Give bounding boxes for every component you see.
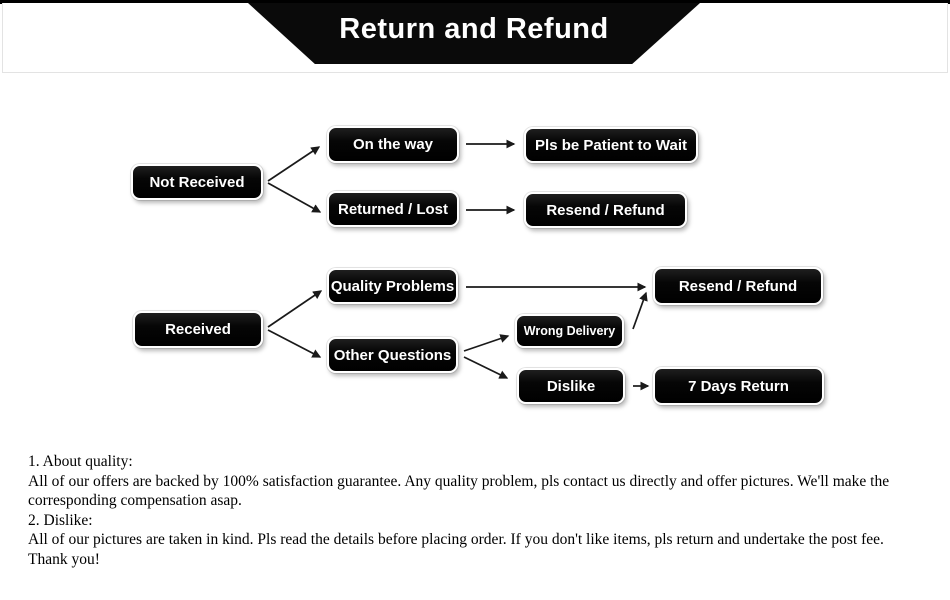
flow-node-returned-lost: Returned / Lost [327,191,459,227]
flow-node-quality-problems: Quality Problems [327,268,458,304]
flow-node-received: Received [133,311,263,348]
note-1-title: 1. About quality: [28,453,133,470]
note-2-title: 2. Dislike: [28,511,93,529]
notes-section: 1. About quality: All of our offers are … [28,452,948,569]
arrow-received-to-quality-problems [267,290,323,328]
arrow-other-questions-to-dislike [463,356,509,379]
note-2-line-1: All of our pictures are taken in kind. P… [28,531,884,548]
arrow-wrong-delivery-to-resend-refund [632,291,648,330]
arrow-not-received-to-on-the-way [267,146,321,182]
flow-node-dislike: Dislike [517,368,625,404]
flow-node-not-received: Not Received [131,164,263,200]
flow-node-resend-refund-1: Resend / Refund [524,192,687,228]
arrow-received-to-other-questions [267,329,322,358]
flow-node-wrong-delivery: Wrong Delivery [515,314,624,348]
top-border-strip [0,0,950,4]
note-1-line-2: corresponding compensation asap. [28,492,242,509]
flow-node-seven-days-return: 7 Days Return [653,367,824,405]
flow-node-pls-be-patient-to-wait: Pls be Patient to Wait [524,127,698,163]
flow-node-on-the-way: On the way [327,126,459,163]
note-1-line-1: All of our offers are backed by 100% sat… [28,472,890,490]
title-banner-ribbon: Return and Refund [248,3,700,64]
flow-node-other-questions: Other Questions [327,337,458,373]
note-2-line-2: Thank you! [28,550,100,568]
flow-node-resend-refund-2: Resend / Refund [653,267,823,305]
arrow-not-received-to-returned-lost [267,182,322,213]
arrow-other-questions-to-wrong-delivery [463,334,510,352]
page-title: Return and Refund [339,12,609,45]
